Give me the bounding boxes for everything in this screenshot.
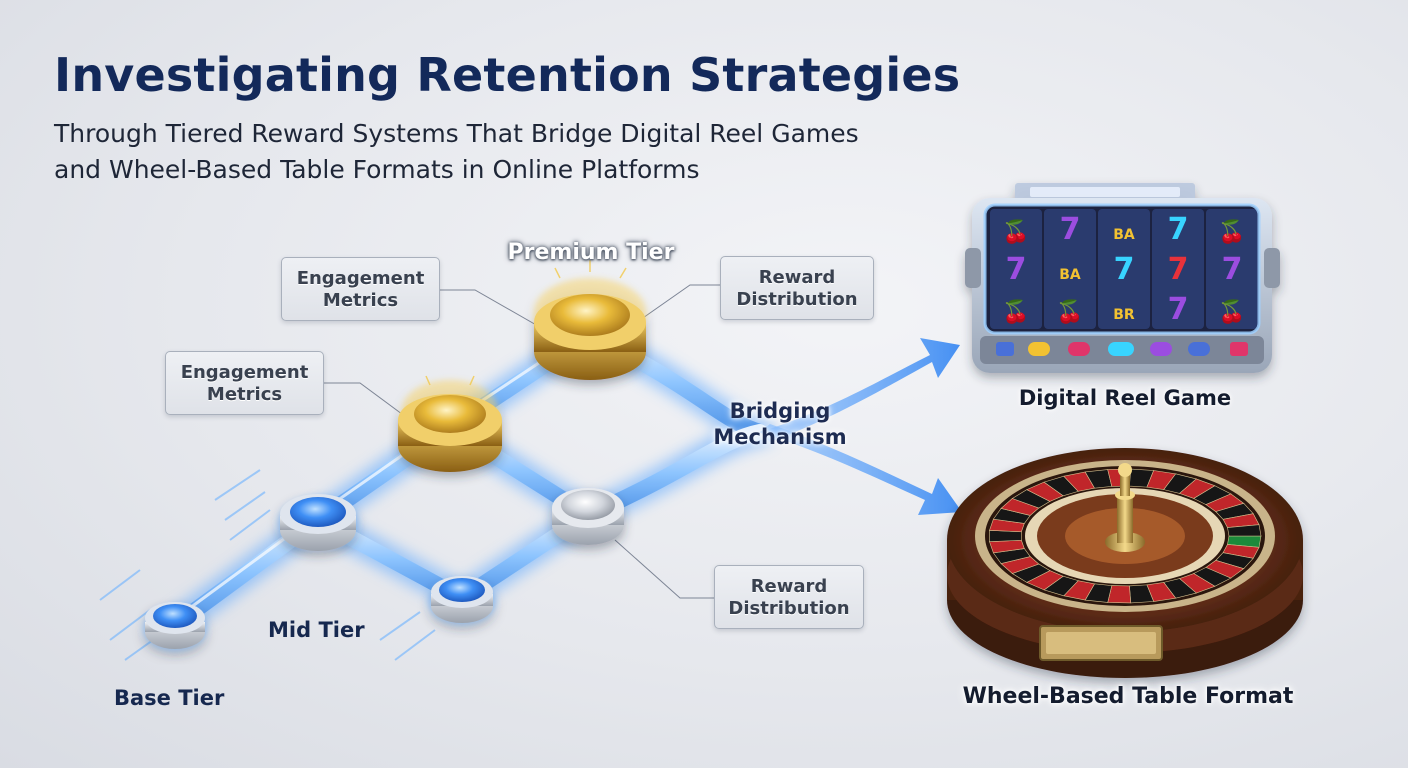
arrow-to-reel <box>760 338 960 442</box>
reel-symbol: 7 <box>1114 252 1135 287</box>
reel-symbol: 🍒 <box>1218 299 1245 325</box>
gold-node <box>398 380 502 472</box>
reel-symbol: 7 <box>1222 252 1243 287</box>
connector-engagement-mid <box>324 382 411 421</box>
reel-symbol: 🍒 <box>1002 299 1029 325</box>
callout-connectors <box>324 284 720 599</box>
premium-sparkles <box>425 260 627 386</box>
callout-line: Distribution <box>736 289 858 310</box>
bridge-line: Mechanism <box>713 425 847 449</box>
callout-line: Metrics <box>206 384 283 405</box>
callout-reward-distribution-bottom: Reward Distribution <box>714 565 864 629</box>
callout-reward-distribution-top: Reward Distribution <box>720 256 874 320</box>
reel-column <box>1044 209 1096 329</box>
tier-nodes <box>143 260 646 650</box>
callout-line: Metrics <box>322 290 399 311</box>
slot-buttons <box>996 342 1248 356</box>
digital-reel-game-label: Digital Reel Game <box>1018 386 1232 410</box>
mid-tier-node <box>278 494 358 551</box>
callout-engagement-metrics-mid: Engagement Metrics <box>165 351 324 415</box>
subtitle-line-1: Through Tiered Reward Systems That Bridg… <box>54 119 859 148</box>
base-tier-label: Base Tier <box>114 686 225 710</box>
bridging-mechanism-label: Bridging Mechanism <box>700 398 860 450</box>
arrow-to-wheel <box>760 424 962 515</box>
roulette-wheel-illustration <box>947 448 1303 678</box>
bridge-arrows <box>760 338 962 515</box>
roulette-pockets <box>989 468 1262 604</box>
premium-tier-label: Premium Tier <box>507 240 675 265</box>
reel-symbol: 7 <box>1168 292 1189 327</box>
lower-blue-node <box>428 576 496 624</box>
path-silver-to-bridge <box>580 424 768 523</box>
reel-symbol: BR <box>1113 307 1135 323</box>
connector-reward-top <box>639 284 720 321</box>
callout-line: Reward <box>758 267 836 288</box>
premium-tier-node <box>534 278 646 380</box>
mid-tier-label: Mid Tier <box>268 618 365 642</box>
reel-symbol: 7 <box>1060 212 1081 247</box>
subtitle-line-2: and Wheel-Based Table Formats in Online … <box>54 155 700 184</box>
callout-line: Reward <box>750 576 828 597</box>
callout-line: Distribution <box>728 598 850 619</box>
reel-symbol: 7 <box>1168 212 1189 247</box>
reel-symbol: BA <box>1113 227 1135 243</box>
connector-reward-bottom <box>614 539 714 599</box>
callout-engagement-metrics-top: Engagement Metrics <box>281 257 440 321</box>
wheel-based-table-format-label: Wheel-Based Table Format <box>962 684 1294 709</box>
connector-engagement-top <box>440 289 546 331</box>
reel-symbol: 🍒 <box>1218 219 1245 245</box>
reel-symbol: 7 <box>1168 252 1189 287</box>
reel-column <box>1152 209 1204 329</box>
reel-symbol: 7 <box>1006 252 1027 287</box>
reel-column <box>990 209 1042 329</box>
roulette-pocket <box>989 530 1022 542</box>
reel-symbol: BA <box>1059 267 1081 283</box>
page-subtitle: Through Tiered Reward Systems That Bridg… <box>54 116 1014 188</box>
page-title: Investigating Retention Strategies <box>54 48 961 102</box>
silver-node <box>552 488 624 545</box>
reel-symbol: 🍒 <box>1002 219 1029 245</box>
reel-column <box>1098 209 1150 329</box>
callout-line: Engagement <box>296 268 425 289</box>
bridge-line: Bridging <box>729 399 831 423</box>
reel-column <box>1206 209 1258 329</box>
roulette-pocket <box>1227 524 1262 537</box>
callout-line: Engagement <box>180 362 309 383</box>
reel-symbol: 🍒 <box>1056 299 1083 325</box>
base-tier-node <box>143 602 207 650</box>
